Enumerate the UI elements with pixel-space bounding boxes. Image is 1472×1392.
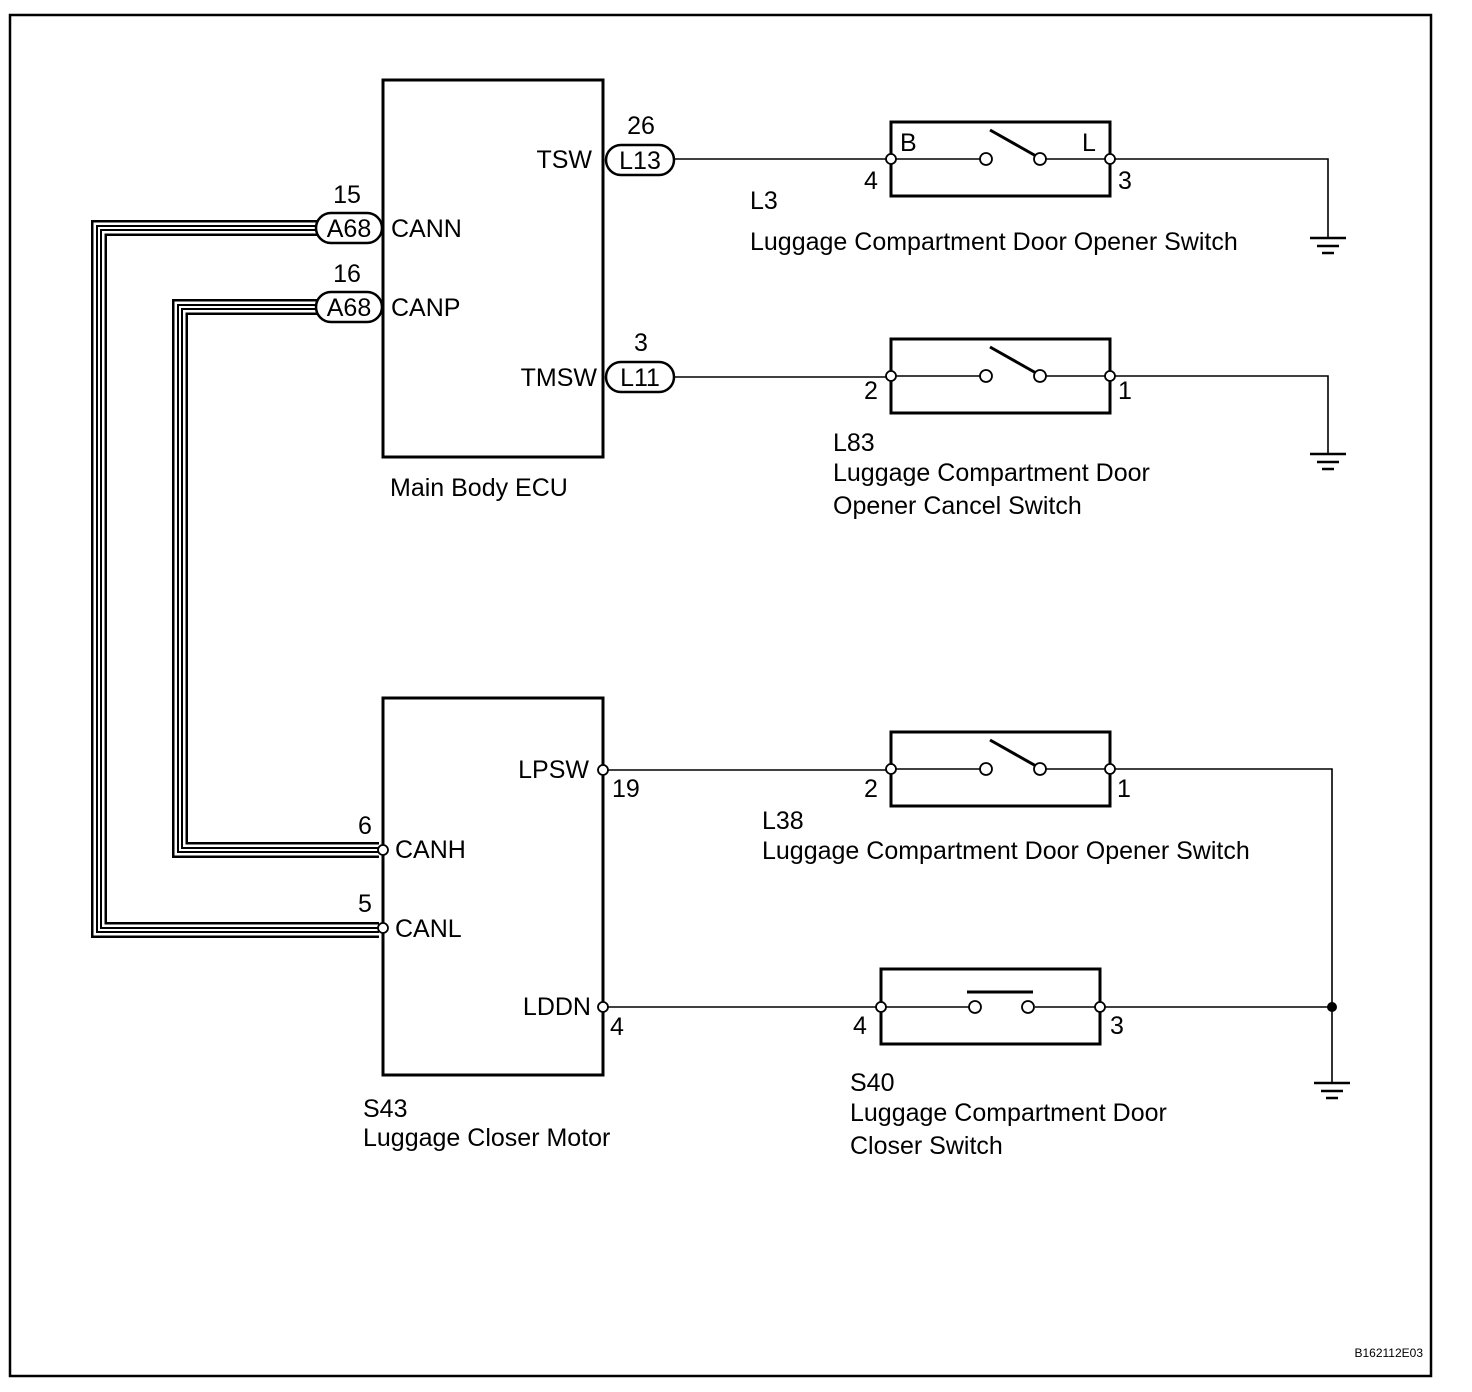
l38-name: Luggage Compartment Door Opener Switch [762, 837, 1250, 865]
l38-left-pin: 2 [864, 775, 878, 803]
motor-code: S43 [363, 1095, 407, 1123]
cann-connector-label: A68 [327, 215, 371, 243]
canp-signal-label: CANP [391, 294, 460, 322]
canl-signal-label: CANL [395, 915, 462, 943]
tsw-connector [604, 143, 676, 177]
junction-dot [1327, 1002, 1337, 1012]
lddn-signal-label: LDDN [523, 993, 591, 1021]
l3-right-pin: 3 [1118, 167, 1132, 195]
l38-terminal-right [1104, 763, 1116, 775]
l3-ground-wire [1115, 158, 1329, 237]
l83-terminal-right [1104, 370, 1116, 382]
l83-name-line1: Luggage Compartment Door [833, 459, 1150, 487]
canh-pin-number: 6 [358, 812, 372, 840]
s40-switch-contact-right [1021, 1000, 1035, 1014]
ground-icon [1310, 452, 1346, 471]
ground-icon [1310, 236, 1346, 255]
s40-name-line2: Closer Switch [850, 1132, 1003, 1160]
l3-name: Luggage Compartment Door Opener Switch [750, 228, 1238, 256]
l38-terminal-left [885, 763, 897, 775]
lddn-terminal [597, 1001, 609, 1013]
l83-switch-contact-right [1033, 369, 1047, 383]
diagram-frame [8, 13, 1433, 1378]
s40-terminal-left [875, 1001, 887, 1013]
l38-switch-contact-left [979, 762, 993, 776]
l3-label-l: L [1082, 129, 1096, 157]
l83-code: L83 [833, 429, 875, 457]
can-bus-wires [91, 220, 379, 938]
l38-switch-contact-right [1033, 762, 1047, 776]
l3-switch-contact-left [979, 152, 993, 166]
l38-right-pin: 1 [1117, 775, 1131, 803]
s40-left-pin: 4 [853, 1012, 867, 1040]
l83-terminal-left [885, 370, 897, 382]
s40-right-pin: 3 [1110, 1012, 1124, 1040]
l83-ground-wire [1115, 375, 1329, 453]
ground-icon [1314, 1081, 1350, 1100]
lddn-pin-number: 4 [610, 1013, 624, 1041]
s40-code: S40 [850, 1069, 894, 1097]
l3-switch-contact-blade [989, 128, 1037, 158]
main-body-ecu-box [381, 78, 605, 459]
l3-terminal-right [1104, 153, 1116, 165]
l38-ground-wire [1115, 768, 1333, 1082]
s40-terminal-right [1094, 1001, 1106, 1013]
canl-terminal [377, 922, 389, 934]
figure-id: B162112E03 [1354, 1346, 1423, 1360]
l3-switch-contact-right [1033, 152, 1047, 166]
canp-connector [314, 290, 384, 324]
l3-label-b: B [900, 129, 917, 157]
s40-name-line1: Luggage Compartment Door [850, 1099, 1167, 1127]
canl-pin-number: 5 [358, 890, 372, 918]
cann-signal-label: CANN [391, 215, 462, 243]
tsw-pin-number: 26 [627, 112, 655, 140]
main-body-ecu-label: Main Body ECU [390, 474, 568, 502]
tmsw-signal-label: TMSW [521, 364, 598, 392]
tmsw-connector-label: L11 [620, 364, 660, 392]
canp-pin-number: 16 [333, 260, 361, 288]
l3-terminal-left [885, 153, 897, 165]
tsw-signal-label: TSW [536, 146, 592, 174]
l3-left-pin: 4 [864, 167, 878, 195]
lpsw-pin-number: 19 [612, 775, 640, 803]
cann-connector [314, 211, 384, 245]
cann-pin-number: 15 [333, 181, 361, 209]
canp-connector-label: A68 [327, 294, 371, 322]
lpsw-signal-label: LPSW [518, 756, 589, 784]
l38-code: L38 [762, 807, 804, 835]
l83-switch-contact-left [979, 369, 993, 383]
l3-code: L3 [750, 187, 778, 215]
l38-switch-contact-blade [989, 738, 1037, 768]
l83-name-line2: Opener Cancel Switch [833, 492, 1082, 520]
l83-right-pin: 1 [1118, 377, 1132, 405]
canh-signal-label: CANH [395, 836, 466, 864]
l83-switch-contact-blade [989, 345, 1037, 375]
motor-name: Luggage Closer Motor [363, 1124, 610, 1152]
lpsw-terminal [597, 764, 609, 776]
tsw-connector-label: L13 [619, 147, 661, 175]
l83-left-pin: 2 [864, 377, 878, 405]
tmsw-pin-number: 3 [634, 329, 648, 357]
canh-terminal [377, 844, 389, 856]
luggage-closer-motor-box [381, 696, 605, 1077]
s40-switch-contact-left [968, 1000, 982, 1014]
